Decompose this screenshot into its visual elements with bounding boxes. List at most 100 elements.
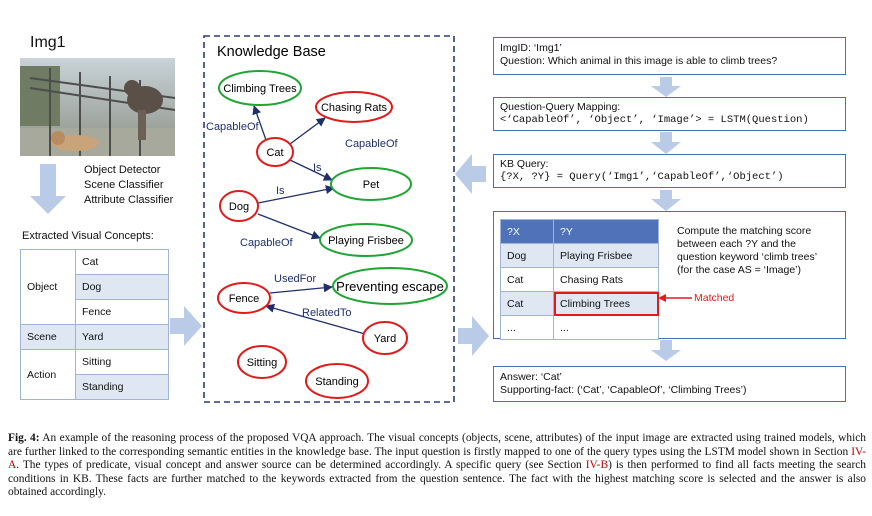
caption-label: Fig. 4: — [8, 432, 40, 444]
edge-cat-chasing — [289, 117, 326, 145]
node-label: Pet — [363, 179, 380, 191]
node-label: Yard — [374, 333, 396, 345]
table-row: Cat Climbing Trees — [500, 291, 659, 316]
node-cat — [256, 137, 294, 167]
image-title: Img1 — [30, 34, 66, 51]
caption-text: . The types of predicate, visual concept… — [16, 459, 586, 472]
match-note-line: (for the case AS = ‘Image’) — [677, 264, 802, 276]
edge-dog-frisbee — [257, 213, 321, 240]
answer-box: Answer: ‘Cat’ Supporting-fact: (‘Cat’, ‘… — [493, 366, 846, 402]
cell: Chasing Rats — [553, 267, 659, 292]
section-link[interactable]: IV-B — [585, 459, 609, 472]
right-arrow-to-answer — [458, 316, 489, 356]
input-photo — [20, 58, 175, 156]
node-label: Cat — [266, 147, 283, 159]
node-label: Chasing Rats — [321, 102, 388, 114]
concept-cell: Sitting — [75, 349, 169, 375]
node-sitting — [237, 345, 287, 379]
cell: Dog — [500, 243, 554, 268]
down-arrow-photo — [30, 164, 66, 214]
node-playing-frisbee — [319, 223, 413, 257]
cell: ... — [500, 315, 554, 340]
table-row: Dog Playing Frisbee — [500, 243, 659, 268]
match-table: ?X ?Y Dog Playing Frisbee Cat Chasing Ra… — [500, 219, 659, 340]
visual-concepts-table: Object Cat Dog Fence Scene Yard Action S… — [20, 249, 169, 400]
caption-text: ) is then performed to find all facts me… — [8, 459, 866, 499]
table-row: Standing — [21, 374, 169, 400]
table-row: ... ... — [500, 315, 659, 340]
node-label: Climbing Trees — [223, 83, 297, 95]
edge-fence-escape — [269, 283, 333, 294]
concept-cell: Fence — [75, 299, 169, 325]
mapping-formula: <‘CapableOf’, ‘Object’, ‘Image’> = LSTM(… — [500, 114, 809, 126]
header-cell: ?Y — [553, 219, 659, 244]
kb-query-formula: {?X, ?Y} = Query(‘Img1’,‘CapableOf’,‘Obj… — [500, 171, 784, 183]
down-arrow-3 — [651, 190, 681, 211]
kb-title: Knowledge Base — [217, 44, 326, 60]
edge-label: UsedFor — [274, 273, 317, 285]
edge-label: CapableOf — [240, 237, 294, 249]
match-note-line: question keyword ‘climb trees’ — [677, 251, 818, 263]
cell: ... — [553, 315, 659, 340]
table-row: Action Sitting — [20, 349, 169, 400]
concepts-title: Extracted Visual Concepts: — [22, 230, 154, 242]
down-arrow-2 — [651, 132, 681, 154]
query-box: ImgID: ‘Img1’ Question: Which animal in … — [493, 37, 846, 75]
node-climbing-trees — [218, 70, 302, 106]
table-row: ?X ?Y — [500, 219, 659, 244]
detector-list: Object Detector Scene Classifier Attribu… — [84, 163, 173, 208]
kb-query-title: KB Query: — [500, 158, 549, 170]
attribute-classifier-label: Attribute Classifier — [84, 194, 174, 206]
edge-label: CapableOf — [206, 121, 260, 133]
edge-label: Is — [313, 162, 322, 174]
diagram-canvas: Knowledge Base CapableOf CapableOf Is Is… — [30, 35, 692, 403]
node-label: Playing Frisbee — [328, 235, 404, 247]
edge-label: RelatedTo — [302, 307, 352, 319]
matched-label: Matched — [694, 292, 735, 304]
edge-cat-climbing — [252, 105, 267, 141]
edge-label: CapableOf — [345, 138, 399, 150]
node-dog — [219, 190, 259, 222]
node-label: Preventing escape — [336, 279, 444, 294]
edge-dog-pet — [257, 185, 335, 204]
node-label: Fence — [229, 293, 260, 305]
match-note-line: between each ?Y and the — [677, 238, 796, 250]
cell: Cat — [500, 291, 554, 316]
mapping-box: Question-Query Mapping: <‘CapableOf’, ‘O… — [493, 97, 846, 131]
scene-classifier-label: Scene Classifier — [84, 179, 164, 191]
node-label: Sitting — [247, 357, 278, 369]
edge-label: Is — [276, 185, 285, 197]
kb-query-box: KB Query: {?X, ?Y} = Query(‘Img1’,‘Capab… — [493, 154, 846, 188]
down-arrow-4 — [651, 340, 681, 361]
node-standing — [305, 363, 369, 399]
node-chasing-rats — [315, 91, 393, 123]
header-cell: ?X — [500, 219, 554, 244]
match-note-line: Compute the matching score — [677, 225, 812, 237]
right-arrow-to-kb — [170, 306, 202, 346]
object-detector-label: Object Detector — [84, 164, 161, 176]
table-row: Cat Chasing Rats — [500, 267, 659, 292]
knowledge-base-frame — [203, 35, 455, 403]
edge-cat-pet — [289, 159, 333, 181]
down-arrow-1 — [651, 77, 681, 97]
answer-text: Answer: ‘Cat’ — [500, 371, 562, 383]
cell: Cat — [500, 267, 554, 292]
figure-caption: Fig. 4: An example of the reasoning proc… — [8, 432, 866, 500]
node-fence — [217, 282, 271, 314]
category-cell-action: Action — [20, 349, 76, 400]
table-row: Fence — [21, 299, 169, 325]
table-row: Object Cat — [20, 249, 169, 325]
left-arrow-from-query — [455, 154, 486, 194]
node-preventing-escape — [332, 267, 448, 305]
node-yard — [362, 321, 408, 355]
mapping-title: Question-Query Mapping: — [500, 101, 621, 113]
concept-cell: Yard — [75, 324, 169, 350]
cell: Playing Frisbee — [553, 243, 659, 268]
section-link[interactable]: IV-A — [8, 445, 866, 472]
node-label: Standing — [315, 376, 358, 388]
supporting-fact-text: Supporting-fact: (‘Cat’, ‘CapableOf’, ‘C… — [500, 384, 747, 396]
matching-box — [493, 211, 846, 339]
question-text: Question: Which animal in this image is … — [500, 55, 778, 67]
edge-yard-fence — [265, 303, 366, 335]
category-cell-object: Object — [20, 249, 76, 325]
